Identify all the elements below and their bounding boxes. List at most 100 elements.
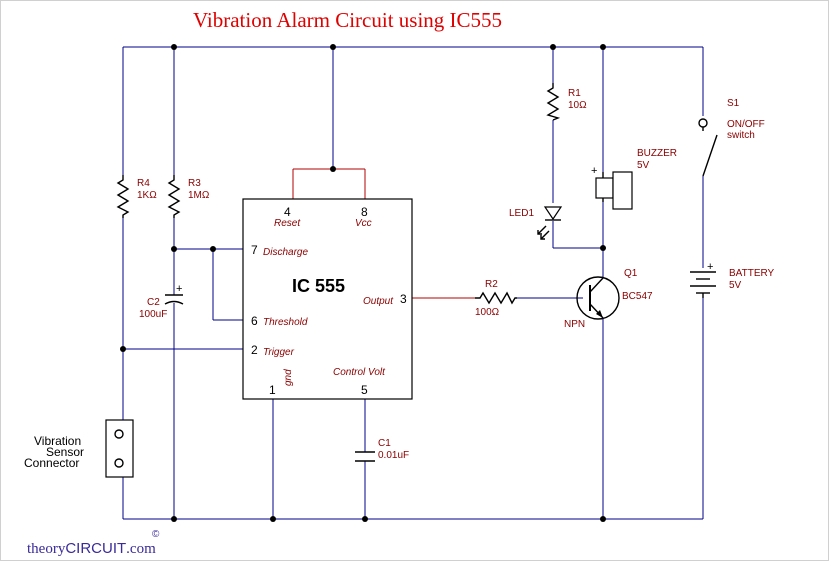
sensor-label-line1: Vibration bbox=[34, 434, 81, 448]
junction-dot bbox=[171, 516, 177, 522]
resistor-r3: R3 1MΩ bbox=[167, 175, 210, 218]
pin-1-name: gnd bbox=[283, 369, 294, 386]
r1-value: 10Ω bbox=[568, 100, 587, 111]
ic-555: IC 555 4 Reset 8 Vcc 7 Discharge 6 Thres… bbox=[242, 198, 413, 400]
junction-dot bbox=[600, 44, 606, 50]
pin-6-number: 6 bbox=[251, 314, 258, 328]
sensor-label-line3: Connector bbox=[24, 456, 79, 470]
q1-collector bbox=[589, 277, 604, 293]
resistor-r1-zigzag bbox=[546, 83, 561, 121]
sensor-label-line2: Sensor bbox=[46, 445, 84, 459]
r2-ref: R2 bbox=[485, 279, 498, 290]
led-arrow-2-head bbox=[540, 235, 545, 240]
pin-8-number: 8 bbox=[361, 205, 368, 219]
junctions bbox=[120, 44, 606, 522]
buzzer-value: 5V bbox=[637, 160, 650, 171]
junction-dot bbox=[210, 246, 216, 252]
q1-ref: Q1 bbox=[624, 268, 638, 279]
brand-logo: © theoryCIRCUIT.com bbox=[27, 529, 160, 557]
battery-ref: BATTERY bbox=[729, 268, 775, 279]
resistor-r3-zigzag bbox=[167, 175, 181, 218]
buzzer-ref: BUZZER bbox=[637, 148, 677, 159]
capacitor-c2: + C2 100uF bbox=[139, 283, 184, 320]
pin-1-number: 1 bbox=[269, 383, 276, 397]
junction-dot bbox=[270, 516, 276, 522]
r3-ref: R3 bbox=[188, 178, 201, 189]
resistor-r2-zigzag bbox=[475, 291, 517, 305]
s1-lever bbox=[702, 134, 718, 177]
led1-ref: LED1 bbox=[509, 208, 534, 219]
q1-body bbox=[576, 276, 620, 320]
pin-4-name: Reset bbox=[274, 218, 301, 229]
pin-5-number: 5 bbox=[361, 383, 368, 397]
junction-dot bbox=[171, 44, 177, 50]
led-arrow-2 bbox=[540, 230, 550, 240]
brand-part-1: theory bbox=[27, 541, 66, 557]
resistor-r2: R2 100Ω bbox=[475, 279, 517, 318]
q1-type: NPN bbox=[564, 319, 585, 330]
pin-5-name: Control Volt bbox=[333, 367, 386, 378]
pin-7-name: Discharge bbox=[263, 247, 308, 258]
pin-7-number: 7 bbox=[251, 243, 258, 257]
brand-part-3: .com bbox=[126, 541, 156, 557]
battery-value: 5V bbox=[729, 280, 742, 291]
battery: + BATTERY 5V bbox=[690, 261, 775, 298]
capacitor-c1: C1 0.01uF bbox=[355, 438, 409, 462]
c2-polarity: + bbox=[176, 283, 182, 295]
sensor-terminal-2 bbox=[114, 458, 124, 468]
q1-emitter-arrow bbox=[596, 310, 603, 318]
r1-ref: R1 bbox=[568, 88, 581, 99]
r3-value: 1MΩ bbox=[188, 190, 210, 201]
buzzer: + BUZZER 5V bbox=[591, 148, 677, 210]
resistor-r4: R4 1KΩ bbox=[116, 175, 157, 218]
pin-6-name: Threshold bbox=[263, 317, 308, 328]
led1: LED1 bbox=[509, 206, 563, 240]
buzzer-polarity: + bbox=[591, 165, 597, 177]
led-arrow-1 bbox=[537, 225, 547, 235]
s1-ref: S1 bbox=[727, 98, 740, 109]
junction-dot bbox=[171, 246, 177, 252]
junction-dot bbox=[120, 346, 126, 352]
diagram-title: Vibration Alarm Circuit using IC555 bbox=[193, 8, 502, 32]
junction-dot bbox=[550, 44, 556, 50]
resistor-r1: R1 10Ω bbox=[546, 83, 587, 121]
c1-ref: C1 bbox=[378, 438, 391, 449]
battery-polarity: + bbox=[707, 261, 713, 273]
s1-sub: switch bbox=[727, 130, 755, 141]
r4-ref: R4 bbox=[137, 178, 150, 189]
pin-2-number: 2 bbox=[251, 343, 258, 357]
s1-terminal-top bbox=[698, 118, 708, 128]
c2-ref: C2 bbox=[147, 297, 160, 308]
pin-3-number: 3 bbox=[400, 292, 407, 306]
pin-8-name: Vcc bbox=[355, 218, 372, 229]
sensor-terminal-1 bbox=[114, 429, 124, 439]
q1-value: BC547 bbox=[622, 291, 653, 302]
pin-2-name: Trigger bbox=[263, 347, 295, 358]
c2-plate-negative bbox=[164, 300, 184, 305]
r4-value: 1KΩ bbox=[137, 190, 157, 201]
junction-dot bbox=[330, 166, 336, 172]
sensor-connector-body bbox=[105, 419, 134, 478]
pin-4-number: 4 bbox=[284, 205, 291, 219]
brand-text: theoryCIRCUIT.com bbox=[27, 540, 156, 557]
buzzer-body-small bbox=[595, 177, 614, 199]
brand-part-2: CIRCUIT bbox=[65, 540, 126, 557]
c2-value: 100uF bbox=[139, 309, 167, 320]
switch-s1: S1 ON/OFF switch bbox=[698, 98, 765, 177]
vibration-sensor-connector: Vibration Sensor Connector bbox=[24, 419, 134, 478]
ic-name: IC 555 bbox=[292, 276, 345, 296]
resistor-r4-zigzag bbox=[116, 175, 130, 218]
led-arrow-1-head bbox=[537, 230, 542, 235]
wires bbox=[122, 46, 704, 520]
buzzer-body-large bbox=[612, 171, 633, 210]
junction-dot bbox=[600, 516, 606, 522]
s1-value: ON/OFF bbox=[727, 119, 765, 130]
r2-value: 100Ω bbox=[475, 307, 500, 318]
junction-dot bbox=[330, 44, 336, 50]
pin-3-name: Output bbox=[363, 296, 394, 307]
ic-body bbox=[242, 198, 413, 400]
copyright-symbol: © bbox=[152, 529, 160, 540]
junction-dot bbox=[600, 245, 606, 251]
